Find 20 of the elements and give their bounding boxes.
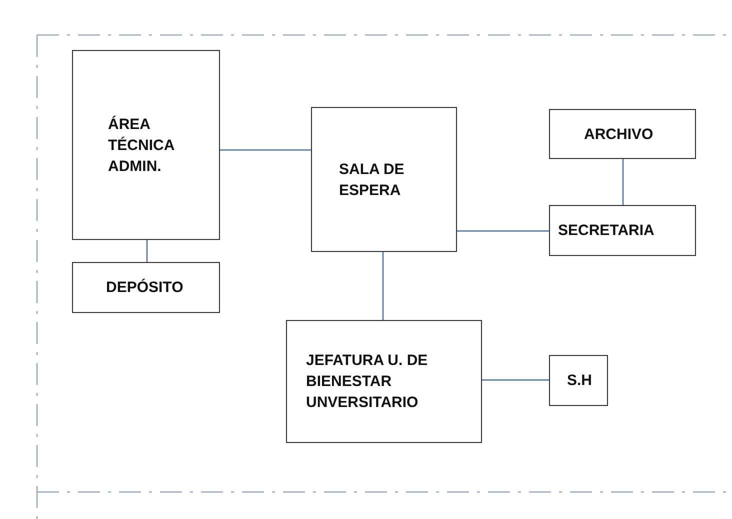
- connector-line: [482, 379, 549, 381]
- room-box: [549, 109, 696, 159]
- room-box: [549, 205, 696, 256]
- room-box: [286, 320, 482, 443]
- connector-line: [382, 252, 384, 320]
- room-label: SALA DE ESPERA: [339, 160, 406, 200]
- room-label: SECRETARIA: [558, 221, 656, 241]
- room-label: JEFATURA U. DE BIENESTAR UNVERSITARIO: [306, 351, 429, 413]
- room-label: DEPÓSITO: [106, 278, 184, 298]
- room-label: ÁREA TÉCNICA ADMIN.: [108, 114, 176, 176]
- connector-line: [457, 230, 549, 232]
- connector-line: [146, 240, 148, 262]
- room-label: S.H: [567, 371, 594, 391]
- room-box: [549, 355, 608, 406]
- connector-line: [220, 149, 311, 151]
- room-label: ARCHIVO: [584, 124, 654, 144]
- room-box: [72, 50, 220, 240]
- room-box: [311, 107, 457, 252]
- room-box: [72, 262, 220, 313]
- connector-line: [622, 159, 624, 205]
